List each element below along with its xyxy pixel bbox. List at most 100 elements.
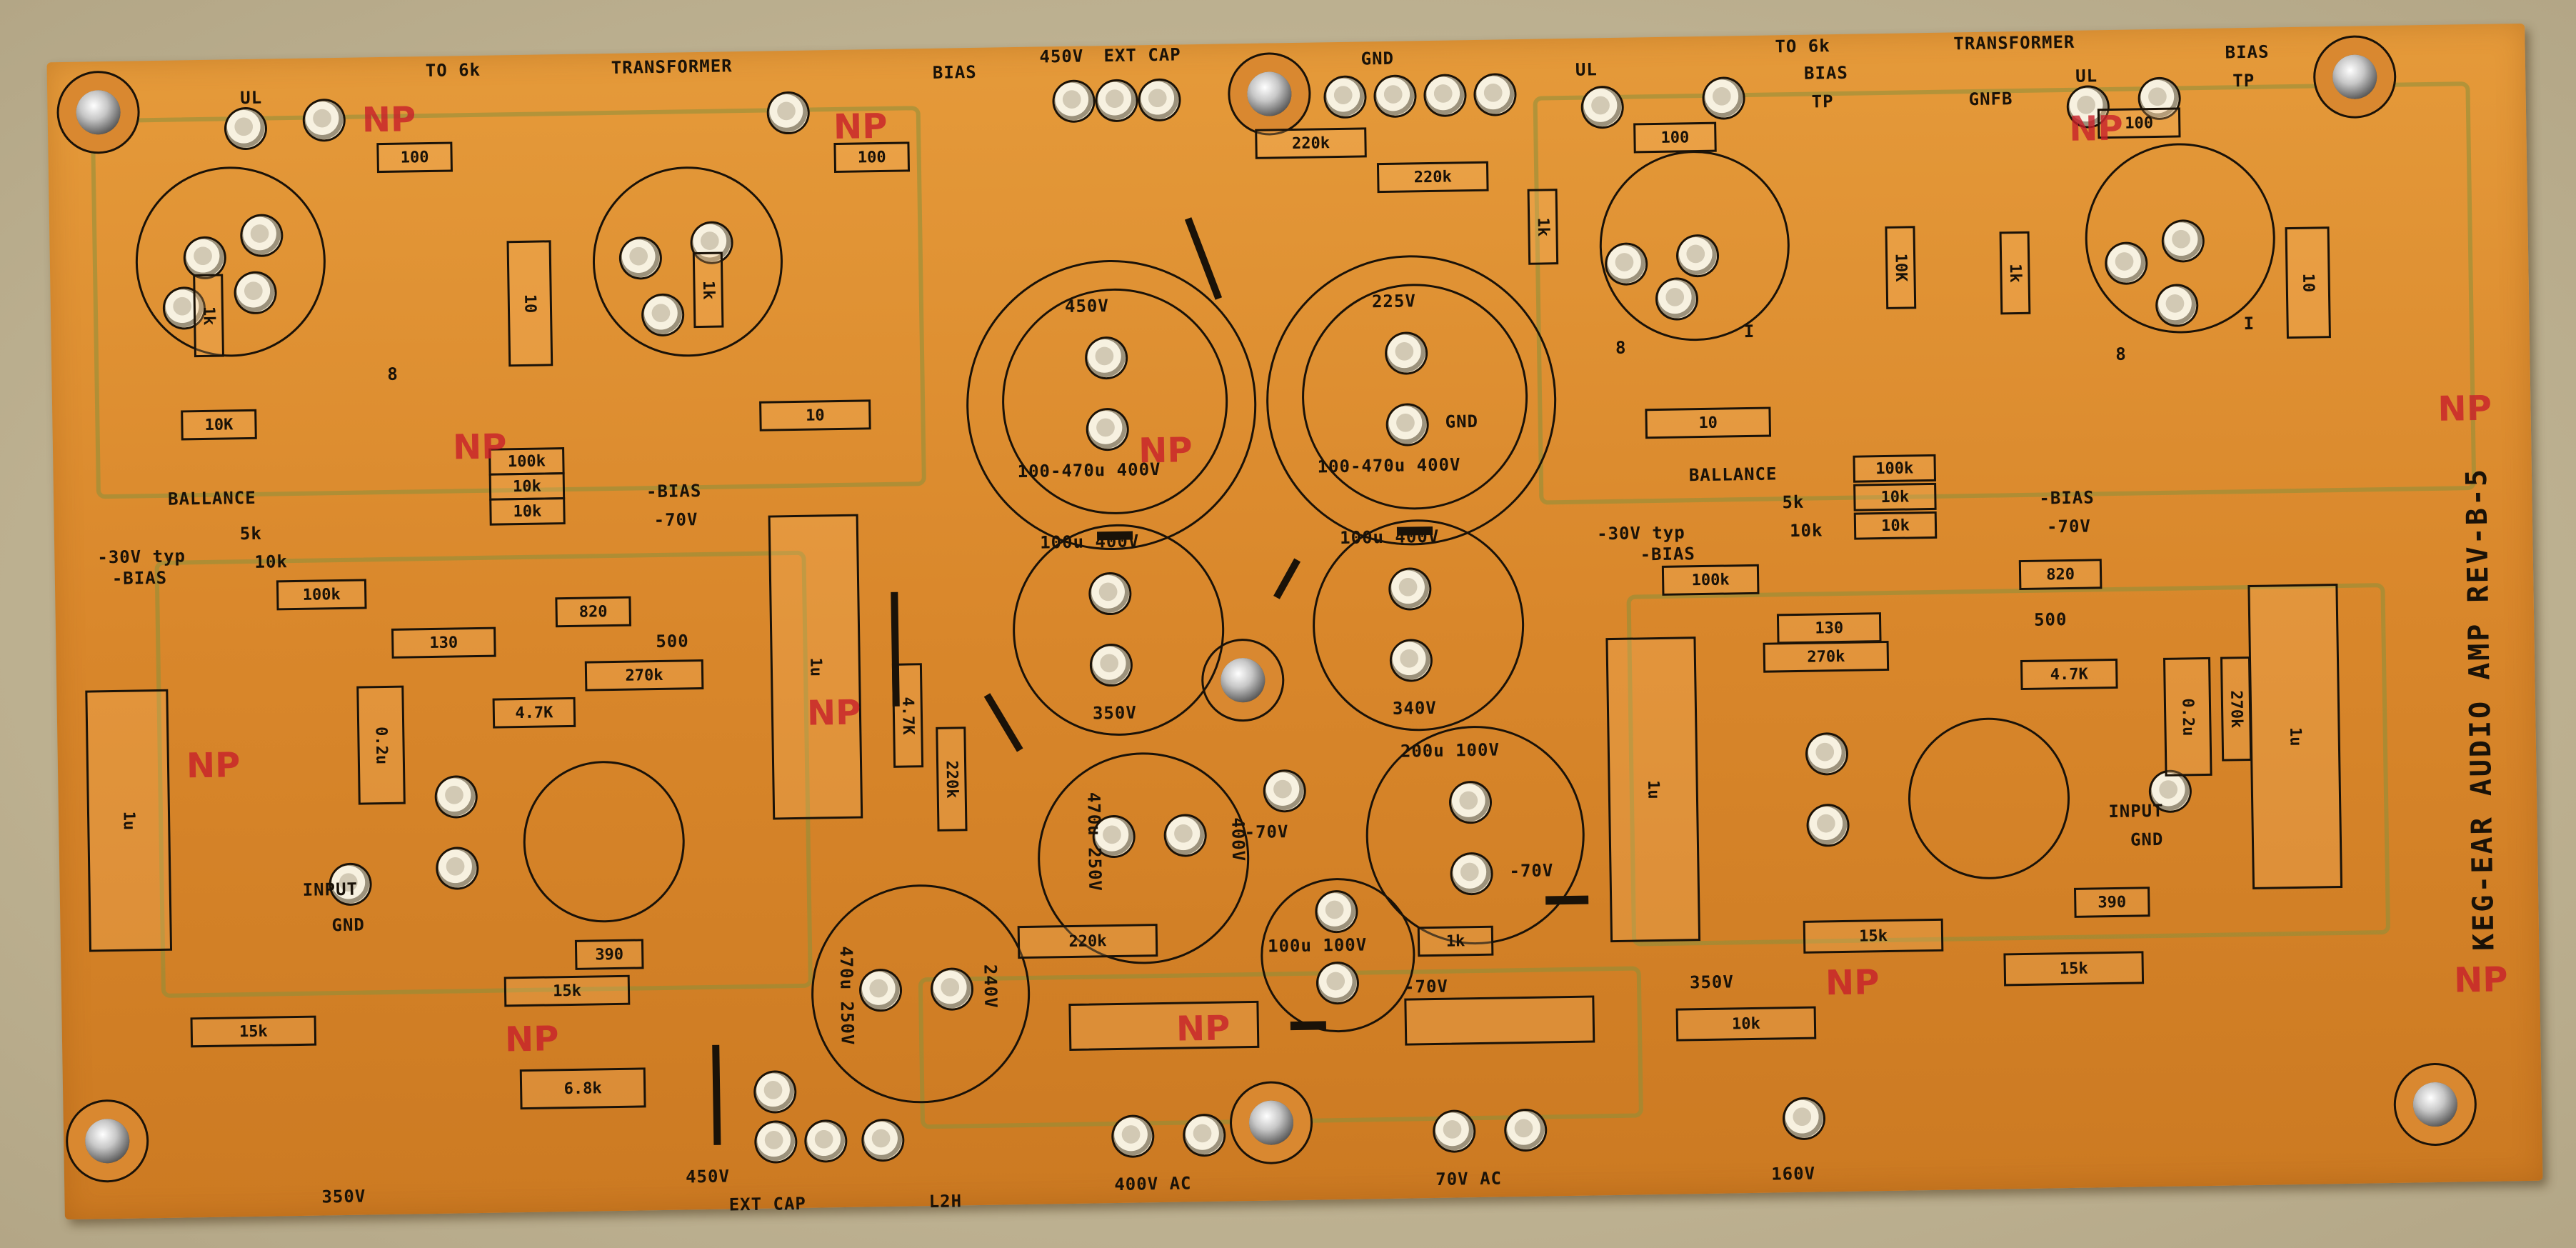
resistor: 10K <box>1885 226 1917 309</box>
resistor: 10 <box>2285 226 2331 339</box>
label-pin8: 8 <box>387 364 399 384</box>
label-bias: BIAS <box>932 61 977 83</box>
label-450v: 450V <box>685 1166 731 1187</box>
mounting-screw <box>1248 1100 1294 1146</box>
cap-voltage: -70V <box>1244 822 1289 843</box>
resistor: 220k <box>936 727 968 832</box>
label-ext-cap: EXT CAP <box>1103 44 1181 66</box>
cap-voltage: 225V <box>1371 291 1416 312</box>
cap-voltage: 340V <box>1392 697 1437 719</box>
cap-voltage: -70V <box>1403 976 1449 997</box>
resistor: 390 <box>574 939 644 970</box>
resistor: 820 <box>2018 559 2103 591</box>
np-mark: NP <box>1825 962 1880 1004</box>
np-mark: NP <box>452 426 507 468</box>
label-tp: TP <box>2232 70 2255 91</box>
label-m70: -70V <box>2046 516 2092 537</box>
np-mark: NP <box>1176 1008 1231 1049</box>
label-ul: UL <box>240 87 263 109</box>
resistor: 15k <box>2003 951 2145 987</box>
label-ext-cap: EXT CAP <box>728 1193 807 1215</box>
label-transformer: TRANSFORMER <box>611 56 733 78</box>
label-500: 500 <box>656 631 689 652</box>
resistor: 100k <box>1661 564 1760 596</box>
resistor: 10k <box>1853 482 1937 511</box>
cap-value: 100-470u 400V <box>1317 454 1461 477</box>
coupling-capacitor: 0.2u <box>2162 657 2212 777</box>
label-bias: BIAS <box>2225 41 2270 63</box>
solder-pad <box>863 1120 903 1160</box>
label-pin1: I <box>2243 313 2255 334</box>
diode <box>1096 531 1133 541</box>
resistor: 270k <box>2220 656 2252 762</box>
solder-pad <box>1184 1115 1224 1155</box>
resistor: 390 <box>2073 887 2150 918</box>
diode <box>1290 1021 1326 1031</box>
jumper-wire <box>712 1044 721 1145</box>
solder-pad <box>1140 80 1179 120</box>
label-450v: 450V <box>1039 46 1084 67</box>
np-mark: NP <box>1138 430 1193 471</box>
resistor: 820 <box>555 596 631 628</box>
label-5k: 5k <box>1782 491 1805 513</box>
label-bias: -BIAS <box>646 481 702 502</box>
jumper-wire <box>1273 558 1301 599</box>
label-ul: UL <box>2075 66 2098 86</box>
diode <box>1545 895 1589 905</box>
label-pin1: I <box>1743 321 1755 342</box>
np-mark: NP <box>361 99 416 141</box>
label-gnd: GND <box>2130 829 2164 850</box>
label-350v: 350V <box>321 1186 366 1207</box>
jumper-wire <box>891 591 900 707</box>
np-mark: NP <box>2453 959 2508 1001</box>
label-ballance: BALLANCE <box>167 487 256 509</box>
solder-pad <box>806 1121 846 1161</box>
label-input: INPUT <box>302 879 359 900</box>
copper-trace <box>154 550 813 998</box>
label-pin8: 8 <box>2115 344 2127 364</box>
resistor: 220k <box>1255 127 1367 159</box>
resistor: 10K <box>181 409 257 441</box>
resistor: 100 <box>376 141 453 174</box>
solder-pad <box>1375 76 1415 116</box>
label-ul: UL <box>1575 59 1598 80</box>
label-input: INPUT <box>2108 800 2164 822</box>
label-10k: 10k <box>1789 520 1823 541</box>
solder-pad <box>1054 81 1093 121</box>
label-gnd: GND <box>1360 48 1395 69</box>
cap-value: 470u 250V <box>1083 792 1106 892</box>
label-l2h: L2H <box>928 1191 963 1212</box>
solder-pad <box>1097 81 1136 121</box>
solder-pad <box>1784 1099 1824 1139</box>
label-ballance: BALLANCE <box>1688 464 1778 486</box>
cap-voltage: 450V <box>1064 296 1110 317</box>
resistor: 10k <box>488 472 566 501</box>
label-bias: -BIAS <box>1640 544 1696 565</box>
resistor: 220k <box>1376 161 1489 194</box>
solder-pad <box>1265 771 1305 811</box>
label-5k: 5k <box>239 523 263 544</box>
label-m30typ: -30V typ <box>97 546 186 568</box>
label-350v: 350V <box>1689 972 1735 993</box>
pcb-board: TO 6k TRANSFORMER UL BIAS 450V EXT CAP G… <box>46 23 2543 1220</box>
resistor: 15k <box>190 1015 317 1048</box>
solder-pad <box>1505 1110 1545 1150</box>
resistor: 1k <box>1527 189 1559 265</box>
resistor: 6.8k <box>519 1067 646 1110</box>
resistor: 15k <box>1803 918 1944 954</box>
resistor: 1k <box>193 274 224 358</box>
label-to6k: TO 6k <box>425 59 481 81</box>
coupling-capacitor: 1u <box>1605 637 1701 943</box>
label-to6k: TO 6k <box>1775 36 1830 57</box>
np-mark: NP <box>186 745 241 787</box>
resistor: 130 <box>391 627 496 659</box>
resistor: 10k <box>1853 511 1938 540</box>
label-10k: 10k <box>254 551 289 572</box>
resistor: 10k <box>1675 1006 1817 1042</box>
label-bias: -BIAS <box>2039 487 2095 509</box>
resistor: 100k <box>276 579 367 611</box>
solder-pad <box>1475 75 1515 114</box>
coupling-capacitor: 1u <box>85 689 173 952</box>
resistor: 1k <box>692 251 724 329</box>
label-pin8: 8 <box>1615 337 1627 358</box>
